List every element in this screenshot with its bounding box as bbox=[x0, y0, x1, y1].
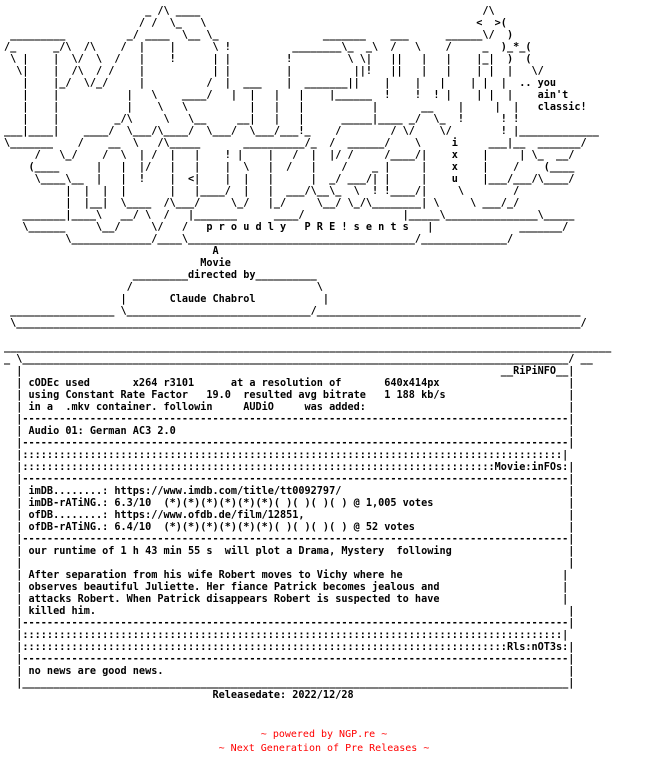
nfo-text: _ /\ ____ /\ / / \_ \ < >( _________ _/ … bbox=[4, 6, 612, 701]
footer-powered-by: ~ powered by NGP.re ~ bbox=[260, 729, 388, 740]
footer-tagline: ~ Next Generation of Pre Releases ~ bbox=[218, 743, 430, 754]
